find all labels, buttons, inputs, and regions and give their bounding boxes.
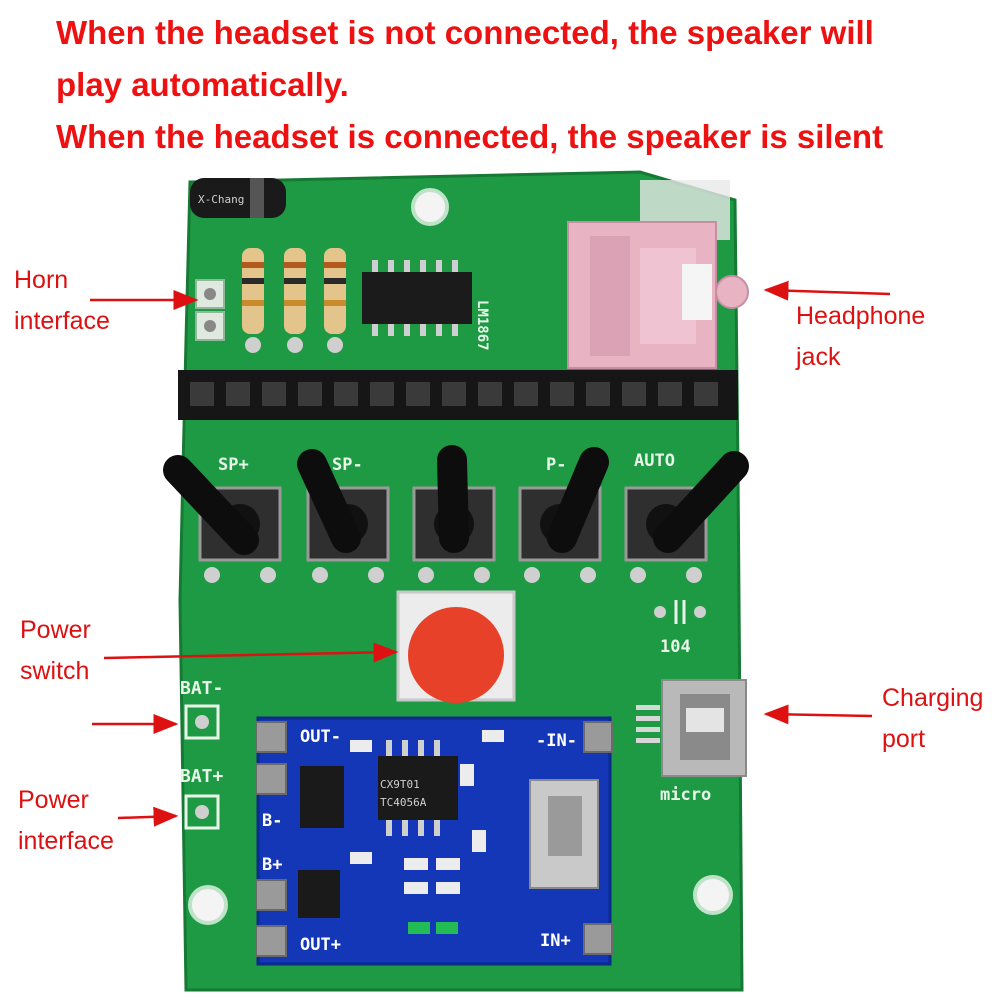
- arrow-power-switch: [103, 642, 399, 663]
- button-label-p-minus: P-: [546, 455, 566, 475]
- power-switch: [396, 590, 516, 703]
- charging-port: micro: [636, 679, 747, 805]
- tactile-button-sp-plus: [163, 455, 282, 583]
- module-out-plus: OUT+: [300, 935, 341, 955]
- tactile-button-play: [412, 445, 496, 583]
- horn-interface-pads: [195, 279, 225, 341]
- svg-text:X-Chang: X-Chang: [198, 193, 244, 206]
- female-header: [178, 370, 738, 420]
- headline-line-2: play automatically.: [56, 66, 349, 103]
- callout-headphone-2: jack: [796, 343, 841, 371]
- callout-charging-2: port: [882, 725, 926, 753]
- headline-line-1: When the headset is not connected, the s…: [56, 14, 874, 51]
- module-in-minus: -IN-: [536, 731, 577, 751]
- callout-charging-1: Charging: [882, 684, 984, 712]
- module-b-minus: B-: [262, 811, 282, 831]
- arrow-charging: [763, 704, 873, 725]
- tactile-buttons: [163, 445, 749, 583]
- button-label-sp-minus: SP-: [332, 455, 363, 475]
- callout-arrows: [90, 280, 891, 827]
- callout-power-switch-1: Power: [20, 616, 91, 644]
- headline-line-3: When the headset is connected, the speak…: [56, 118, 884, 155]
- arrow-headphone: [763, 280, 891, 301]
- charging-module: OUT- -IN- B- B+ OUT+ IN+ CX9T01 TC4056A: [255, 716, 613, 966]
- battery-pads: BAT- BAT+: [180, 678, 224, 830]
- module-b-plus: B+: [262, 855, 282, 875]
- module-chip-label: CX9T01: [380, 778, 420, 791]
- callout-power-interface-1: Power: [18, 786, 89, 814]
- callout-headphone-1: Headphone: [796, 302, 926, 330]
- callout-horn-1: Horn: [14, 266, 69, 294]
- module-out-minus: OUT-: [300, 727, 341, 747]
- module-chip-sub: TC4056A: [380, 796, 427, 809]
- mounting-hole: [411, 188, 449, 226]
- callout-power-interface-2: interface: [18, 827, 114, 855]
- button-label-auto: AUTO: [634, 451, 675, 471]
- usb-label: micro: [660, 785, 711, 805]
- mounting-hole: [693, 875, 733, 915]
- headphone-jack: [567, 221, 749, 369]
- tactile-button-p-minus: [518, 447, 609, 583]
- module-in-plus: IN+: [540, 931, 571, 951]
- ceramic-capacitor: 104: [654, 600, 706, 657]
- main-chip: LM1867: [362, 260, 490, 351]
- bat-plus-label: BAT+: [180, 766, 224, 787]
- tactile-button-auto: [624, 451, 749, 583]
- mounting-hole: [188, 885, 228, 925]
- callout-power-switch-2: switch: [20, 657, 90, 685]
- arrow-power-interface: [117, 806, 179, 827]
- chip-main-label: LM1867: [474, 300, 490, 351]
- callout-horn-2: interface: [14, 307, 110, 335]
- tactile-button-sp-minus: [297, 449, 390, 583]
- capacitor-label: 104: [660, 637, 691, 657]
- button-label-sp-plus: SP+: [218, 455, 249, 475]
- resistors: [242, 248, 346, 353]
- electrolytic-capacitor: X-Chang: [190, 178, 286, 218]
- bat-minus-label: BAT-: [180, 678, 223, 699]
